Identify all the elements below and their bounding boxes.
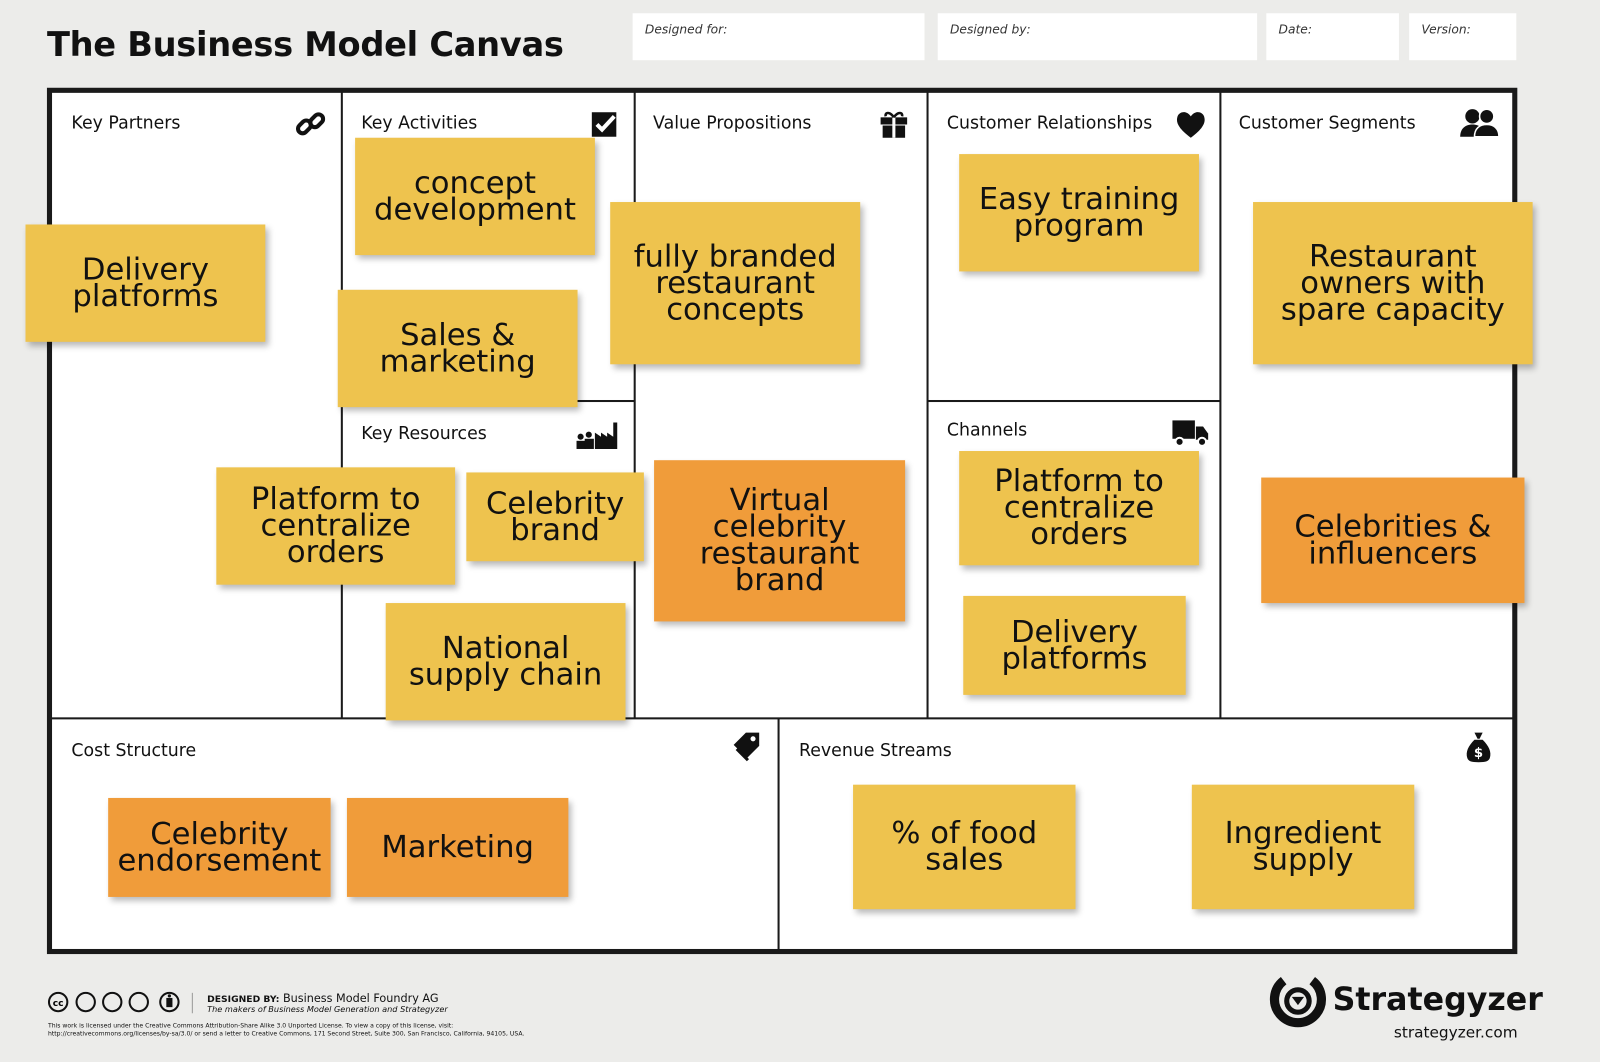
- date-field[interactable]: Date:: [1266, 13, 1399, 61]
- gift-icon: [880, 111, 908, 138]
- factory-people-icon: [576, 422, 618, 449]
- sticky-note[interactable]: National supply chain: [385, 603, 626, 721]
- divider: [633, 89, 636, 719]
- sticky-note[interactable]: Virtual celebrity restaurant brand: [654, 460, 906, 622]
- block-label-customer-relationships: Customer Relationships: [946, 113, 1153, 134]
- tagline: The makers of Business Model Generation …: [207, 1005, 448, 1015]
- strategyzer-logo-icon: [1269, 976, 1326, 1028]
- block-label-channels: Channels: [946, 420, 1028, 441]
- sticky-note[interactable]: fully branded restaurant concepts: [610, 202, 861, 365]
- block-label-value-propositions: Value Propositions: [653, 113, 812, 134]
- checkbox-icon: [591, 112, 617, 137]
- brand-url[interactable]: strategyzer.com: [1393, 1023, 1518, 1042]
- divider: [927, 399, 1221, 403]
- sticky-note[interactable]: Ingredient supply: [1191, 784, 1415, 910]
- sticky-note[interactable]: Platform to centralize orders: [959, 451, 1199, 566]
- block-label-cost-structure: Cost Structure: [71, 740, 197, 762]
- sticky-note[interactable]: Platform to centralize orders: [216, 467, 456, 585]
- people-icon: [1460, 108, 1500, 138]
- block-label-key-resources: Key Resources: [361, 423, 487, 444]
- svg-text:$: $: [1474, 746, 1483, 761]
- sticky-note[interactable]: Easy training program: [959, 154, 1199, 272]
- divider: [926, 89, 929, 719]
- price-tag-icon: [733, 732, 760, 762]
- sticky-note[interactable]: Delivery platforms: [25, 224, 266, 342]
- block-label-customer-segments: Customer Segments: [1238, 113, 1416, 134]
- block-label-revenue-streams: Revenue Streams: [798, 740, 952, 762]
- designed-for-field[interactable]: Designed for:: [632, 13, 925, 61]
- designed-by-value: Business Model Foundry AG: [282, 991, 439, 1006]
- license-text[interactable]: http://creativecommons.org/licenses/by-s…: [47, 1030, 525, 1038]
- block-label-key-partners: Key Partners: [71, 113, 181, 134]
- block-label-key-activities: Key Activities: [361, 113, 478, 134]
- designed-by-field[interactable]: Designed by:: [937, 13, 1258, 61]
- divider: [191, 992, 193, 1014]
- svg-text:cc: cc: [53, 998, 64, 1009]
- divider: [48, 717, 1515, 720]
- sticky-note[interactable]: Celebrity brand: [466, 472, 644, 562]
- sticky-note[interactable]: Celebrity endorsement: [108, 797, 331, 897]
- sticky-note[interactable]: concept development: [355, 137, 595, 256]
- creative-commons-icons: cc: [47, 991, 180, 1013]
- license-text: This work is licensed under the Creative…: [47, 1022, 454, 1030]
- divider: [1219, 89, 1222, 719]
- designed-by-label: DESIGNED BY:: [207, 994, 280, 1006]
- heart-icon: [1176, 112, 1205, 138]
- sticky-note[interactable]: Restaurant owners with spare capacity: [1253, 202, 1533, 365]
- sticky-note[interactable]: % of food sales: [853, 784, 1076, 910]
- sticky-note[interactable]: Marketing: [346, 797, 569, 897]
- sticky-note[interactable]: Delivery platforms: [963, 595, 1186, 695]
- sticky-note[interactable]: Celebrities & influencers: [1261, 477, 1525, 604]
- divider: [777, 718, 780, 952]
- brand-name: Strategyzer: [1332, 981, 1543, 1019]
- page-title: The Business Model Canvas: [46, 24, 564, 65]
- sticky-note[interactable]: Sales & marketing: [337, 289, 578, 408]
- money-bag-icon: $: [1466, 732, 1491, 763]
- truck-icon: [1172, 420, 1209, 447]
- link-icon: [296, 112, 326, 136]
- version-field[interactable]: Version:: [1409, 13, 1517, 61]
